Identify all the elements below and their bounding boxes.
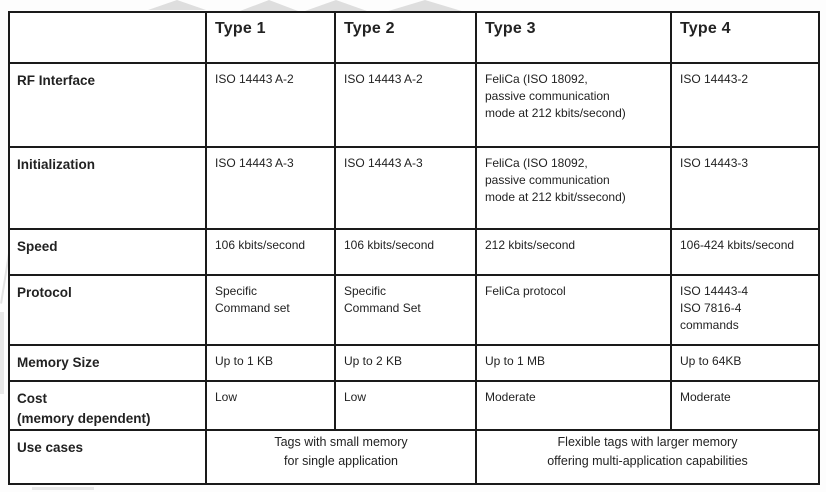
cell-value: Up to 64KB [670, 344, 820, 382]
row-label: Initialization [8, 146, 207, 230]
watermark-shape [148, 0, 206, 10]
column-header-type4: Type 4 [670, 11, 820, 64]
row-label: Cost (memory dependent) [8, 380, 207, 431]
cell-value: 106 kbits/second [205, 228, 336, 276]
cell-value: FeliCa (ISO 18092, passive communication… [475, 62, 672, 148]
corner-cell [8, 11, 207, 64]
merged-cell-type3-4: Flexible tags with larger memory offerin… [475, 429, 820, 485]
cell-value: ISO 14443 A-2 [334, 62, 477, 148]
table-row-initialization: Initialization ISO 14443 A-3 ISO 14443 A… [8, 146, 820, 230]
cell-value: FeliCa (ISO 18092, passive communication… [475, 146, 672, 230]
header-row: Type 1 Type 2 Type 3 Type 4 [8, 11, 820, 64]
cell-value: ISO 14443-2 [670, 62, 820, 148]
table-row-rf-interface: RF Interface ISO 14443 A-2 ISO 14443 A-2… [8, 62, 820, 148]
cell-value: Up to 1 KB [205, 344, 336, 382]
cell-value: 106-424 kbits/second [670, 228, 820, 276]
cell-value: ISO 14443 A-3 [334, 146, 477, 230]
watermark-shape [240, 0, 298, 11]
row-label: Protocol [8, 274, 207, 346]
cell-value: 106 kbits/second [334, 228, 477, 276]
cell-value: FeliCa protocol [475, 274, 672, 346]
row-label: Use cases [8, 429, 207, 485]
column-header-type1: Type 1 [205, 11, 336, 64]
nfc-tag-type-comparison-table: Type 1 Type 2 Type 3 Type 4 RF Interface… [8, 11, 820, 485]
table-row-memory-size: Memory Size Up to 1 KB Up to 2 KB Up to … [8, 344, 820, 382]
column-header-type3: Type 3 [475, 11, 672, 64]
cell-value: ISO 14443 A-3 [205, 146, 336, 230]
cell-value: Moderate [475, 380, 672, 431]
row-label: Speed [8, 228, 207, 276]
cell-value: Low [205, 380, 336, 431]
table-row-use-cases: Use cases Tags with small memory for sin… [8, 429, 820, 485]
row-label: Memory Size [8, 344, 207, 382]
cell-value: Low [334, 380, 477, 431]
cell-value: ISO 14443-4 ISO 7816-4 commands [670, 274, 820, 346]
cell-value: 212 kbits/second [475, 228, 672, 276]
watermark-shape [32, 487, 94, 490]
row-label: RF Interface [8, 62, 207, 148]
cell-value: Specific Command Set [334, 274, 477, 346]
column-header-type2: Type 2 [334, 11, 477, 64]
merged-cell-type1-2: Tags with small memory for single applic… [205, 429, 477, 485]
cell-value: Specific Command set [205, 274, 336, 346]
cell-value: ISO 14443-3 [670, 146, 820, 230]
cell-value: Up to 1 MB [475, 344, 672, 382]
cell-value: Moderate [670, 380, 820, 431]
cell-value: Up to 2 KB [334, 344, 477, 382]
watermark-shape [0, 312, 4, 394]
cell-value: ISO 14443 A-2 [205, 62, 336, 148]
table-row-cost: Cost (memory dependent) Low Low Moderate… [8, 380, 820, 431]
table-row-protocol: Protocol Specific Command set Specific C… [8, 274, 820, 346]
watermark-shape [305, 0, 367, 11]
table-row-speed: Speed 106 kbits/second 106 kbits/second … [8, 228, 820, 276]
